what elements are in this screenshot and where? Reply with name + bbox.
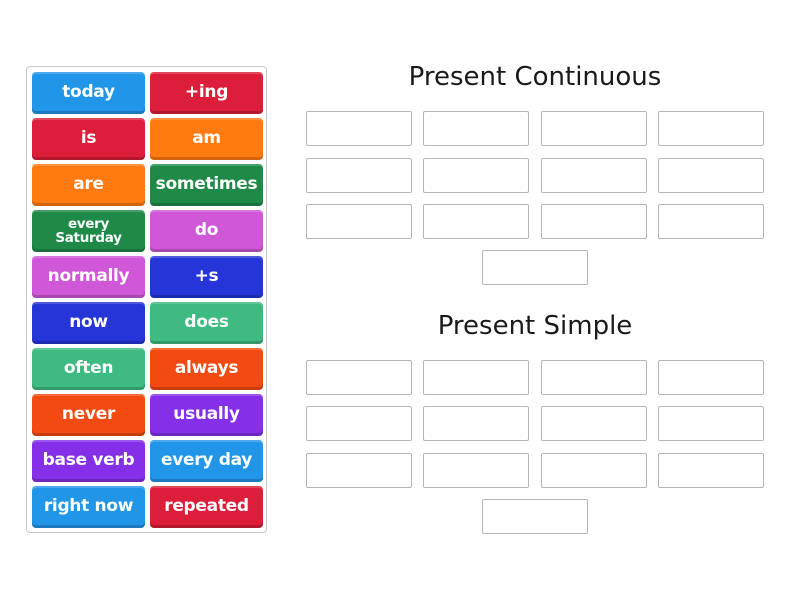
drop-slot-simple[interactable] <box>658 360 764 395</box>
tile-are[interactable]: are <box>32 164 145 206</box>
tile-today[interactable]: today <box>32 72 145 114</box>
drop-slot-continuous[interactable] <box>658 111 764 146</box>
drop-slot-simple[interactable] <box>658 453 764 488</box>
tile-every-day[interactable]: every day <box>150 440 263 482</box>
drop-slot-continuous[interactable] <box>541 204 647 239</box>
drop-slot-continuous[interactable] <box>541 111 647 146</box>
tile-never[interactable]: never <box>32 394 145 436</box>
tile-am[interactable]: am <box>150 118 263 160</box>
drop-slot-simple[interactable] <box>541 360 647 395</box>
drop-slot-simple[interactable] <box>306 453 412 488</box>
tile-now[interactable]: now <box>32 302 145 344</box>
drop-slot-simple[interactable] <box>541 406 647 441</box>
tile-ing[interactable]: +ing <box>150 72 263 114</box>
tile-base-verb[interactable]: base verb <box>32 440 145 482</box>
drop-slot-simple[interactable] <box>423 453 529 488</box>
group-title-present-simple: Present Simple <box>437 311 633 341</box>
tile-is[interactable]: is <box>32 118 145 160</box>
drop-slot-continuous[interactable] <box>306 204 412 239</box>
tile-usually[interactable]: usually <box>150 394 263 436</box>
tile-always[interactable]: always <box>150 348 263 390</box>
group-title-present-continuous: Present Continuous <box>408 62 662 92</box>
tile-s[interactable]: +s <box>150 256 263 298</box>
drop-slot-continuous[interactable] <box>306 158 412 193</box>
drop-slot-simple[interactable] <box>658 406 764 441</box>
drop-slot-continuous[interactable] <box>482 250 588 285</box>
tile-right-now[interactable]: right now <box>32 486 145 528</box>
tile-does[interactable]: does <box>150 302 263 344</box>
drop-slot-simple[interactable] <box>423 360 529 395</box>
tile-often[interactable]: often <box>32 348 145 390</box>
drop-slot-continuous[interactable] <box>658 204 764 239</box>
tile-repeated[interactable]: repeated <box>150 486 263 528</box>
drop-slot-continuous[interactable] <box>423 111 529 146</box>
drop-slot-simple[interactable] <box>306 360 412 395</box>
drop-slot-simple[interactable] <box>541 453 647 488</box>
drop-slot-continuous[interactable] <box>658 158 764 193</box>
drop-slot-simple[interactable] <box>423 406 529 441</box>
tile-do[interactable]: do <box>150 210 263 252</box>
drop-slot-continuous[interactable] <box>541 158 647 193</box>
drop-slot-continuous[interactable] <box>306 111 412 146</box>
tile-normally[interactable]: normally <box>32 256 145 298</box>
drop-slot-simple[interactable] <box>482 499 588 534</box>
drop-slot-simple[interactable] <box>306 406 412 441</box>
tile-sometimes[interactable]: sometimes <box>150 164 263 206</box>
drop-slot-continuous[interactable] <box>423 204 529 239</box>
drop-slot-continuous[interactable] <box>423 158 529 193</box>
tile-every-saturday[interactable]: every Saturday <box>32 210 145 252</box>
